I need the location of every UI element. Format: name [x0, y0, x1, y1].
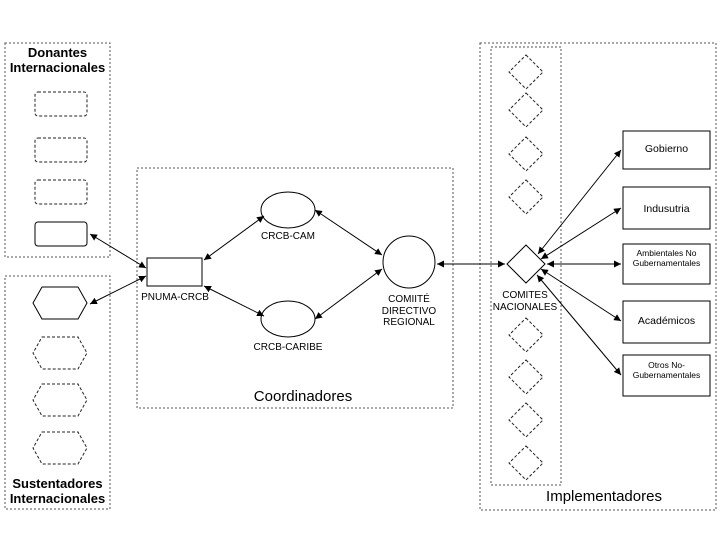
committee-diamond	[508, 136, 544, 172]
implementer-box-otros	[622, 354, 711, 397]
crcb-caribe-label: CRCB-CARIBE	[253, 342, 323, 353]
comites-nacionales-label: COMITES NACIONALES	[492, 290, 558, 313]
donor-box	[34, 137, 88, 163]
crcb-caribe-ellipse	[260, 300, 316, 338]
connector-nacionales-otros	[536, 274, 622, 376]
implementer-box-gobierno	[622, 130, 711, 170]
implementer-box-ambientales	[622, 243, 711, 285]
comites-nacionales-diamond	[506, 244, 546, 284]
connector-pnuma-caribe	[203, 285, 265, 317]
connector-nacionales-industria	[540, 207, 622, 260]
implementer-label-otros: Otros No- Gubernamentales	[632, 360, 701, 380]
donor-box	[34, 91, 88, 117]
implementer-box-academicos	[622, 300, 711, 344]
implementer-label-academicos: Académicos	[637, 315, 696, 327]
committee-diamond	[508, 317, 544, 353]
implementers-title: Implementadores	[546, 488, 662, 505]
connector-sustainers-pnuma	[89, 275, 147, 305]
committee-diamond	[508, 359, 544, 395]
sustainer-hexagon	[32, 383, 88, 417]
sustainer-hexagon	[32, 336, 88, 370]
pnuma-crcb-box	[146, 257, 203, 287]
crcb-cam-label: CRCB-CAM	[261, 231, 315, 242]
connector-donors-pnuma	[89, 233, 147, 269]
connector-caribe-comite	[314, 268, 383, 320]
connector-pnuma-cam	[203, 215, 265, 261]
sustainers-panel	[4, 275, 111, 510]
donors-title: Donantes Internacionales	[9, 45, 106, 75]
pnuma-crcb-label: PNUMA-CRCB	[141, 292, 209, 303]
donor-box	[34, 179, 88, 205]
connector-cam-comite	[314, 209, 383, 256]
implementer-label-industria: Indusutria	[643, 203, 690, 215]
implementer-label-ambientales: Ambientales No Gubernamentales	[632, 248, 701, 268]
comite-directivo-label: COMIITÉ DIRECTIVO REGIONAL	[381, 294, 437, 328]
sustainer-hexagon	[32, 431, 88, 465]
sustainers-title: Sustentadores Internacionales	[9, 476, 106, 506]
committee-diamond	[508, 179, 544, 215]
donor-box-active	[34, 221, 88, 247]
comite-directivo-circle	[382, 235, 436, 289]
sustainer-hexagon-active	[32, 286, 88, 320]
implementers-panel	[479, 42, 717, 511]
crcb-cam-ellipse	[260, 191, 316, 229]
committee-diamond	[508, 402, 544, 438]
donors-panel	[4, 42, 111, 258]
coordinators-title: Coordinadores	[253, 388, 353, 405]
committee-diamond	[508, 54, 544, 90]
implementer-label-gobierno: Gobierno	[644, 143, 689, 155]
implementer-box-industria	[622, 186, 711, 230]
committee-diamond	[508, 445, 544, 481]
committee-diamond	[508, 92, 544, 128]
connector-nacionales-gobierno	[537, 149, 622, 255]
